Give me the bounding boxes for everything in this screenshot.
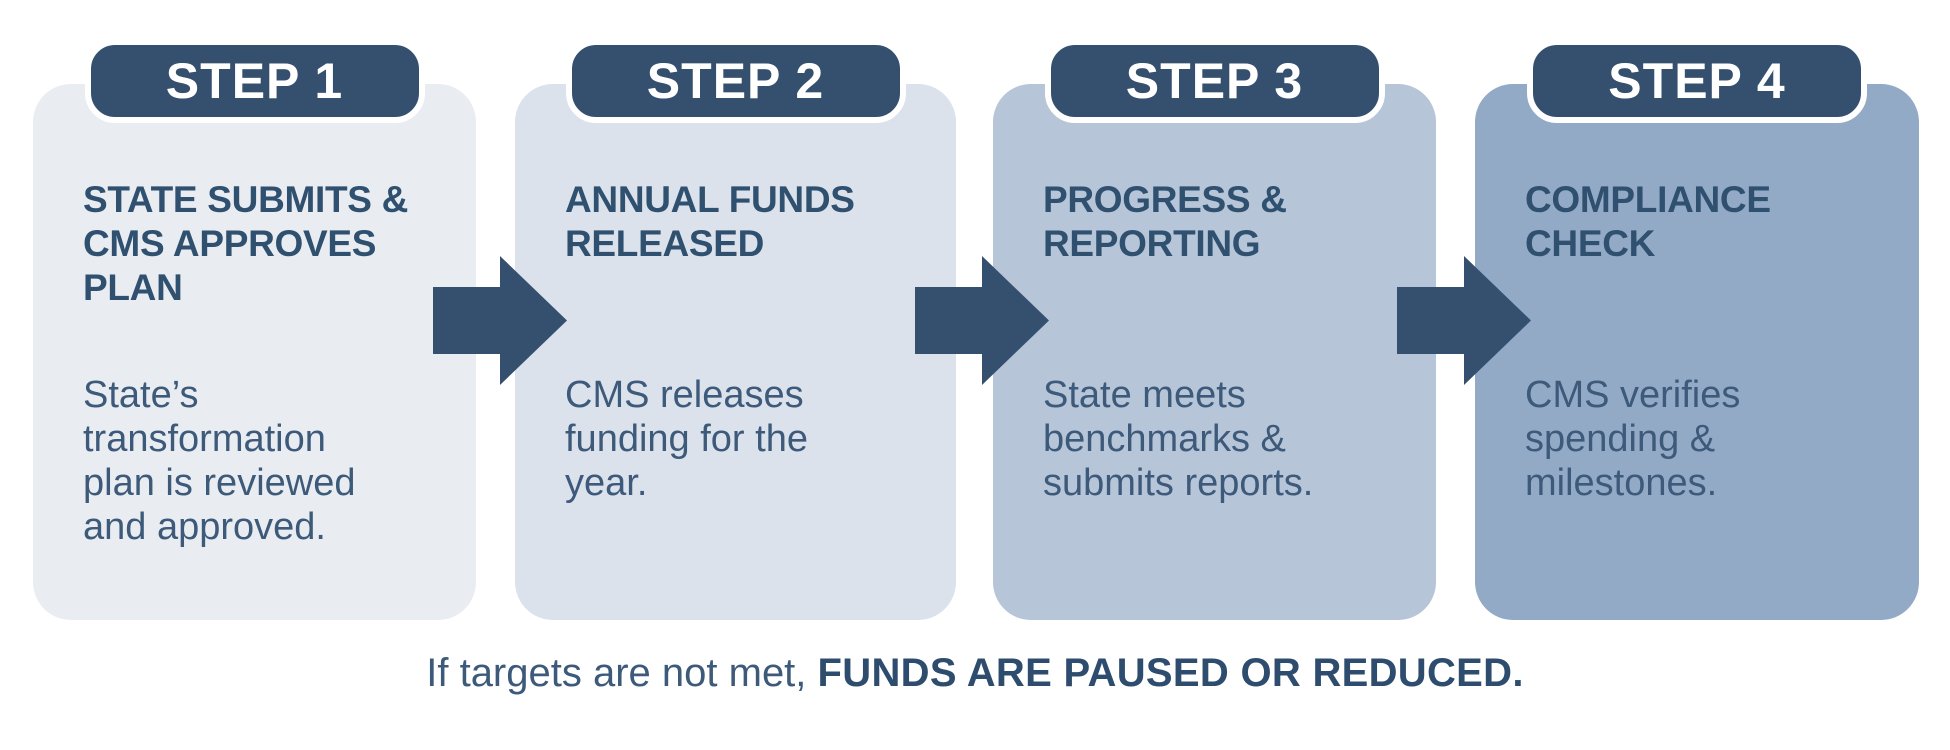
step-4-description: CMS verifies spending & milestones. xyxy=(1525,374,1741,504)
step-1-badge: STEP 1 xyxy=(84,39,425,123)
step-1-title: STATE SUBMITS & CMS APPROVES PLAN xyxy=(83,179,409,308)
step-2-badge: STEP 2 xyxy=(565,39,906,123)
footer-note: If targets are not met, FUNDS ARE PAUSED… xyxy=(0,648,1950,698)
step-2-card: STEP 2 ANNUAL FUNDS RELEASED CMS release… xyxy=(515,39,956,620)
step-2-title: ANNUAL FUNDS RELEASED xyxy=(565,179,855,264)
step-1-badge-label: STEP 1 xyxy=(165,53,344,109)
step-3-badge-label: STEP 3 xyxy=(1125,53,1304,109)
step-3-description: State meets benchmarks & submits reports… xyxy=(1043,374,1314,504)
step-3-title: PROGRESS & REPORTING xyxy=(1043,179,1287,264)
footer-note-bold: FUNDS ARE PAUSED OR REDUCED. xyxy=(817,651,1524,695)
step-1-card: STEP 1 STATE SUBMITS & CMS APPROVES PLAN… xyxy=(33,39,476,620)
step-4-badge-label: STEP 4 xyxy=(1608,53,1786,109)
step-4-title: COMPLIANCE CHECK xyxy=(1525,179,1771,264)
step-3-card: STEP 3 PROGRESS & REPORTING State meets … xyxy=(993,39,1436,620)
footer-note-regular: If targets are not met, xyxy=(426,651,818,695)
step-1-description: State’s transformation plan is reviewed … xyxy=(83,374,356,548)
step-4-badge: STEP 4 xyxy=(1527,39,1867,123)
step-3-badge: STEP 3 xyxy=(1044,39,1385,123)
step-2-description: CMS releases funding for the year. xyxy=(565,374,808,504)
step-2-badge-label: STEP 2 xyxy=(646,53,825,109)
step-4-card: STEP 4 COMPLIANCE CHECK CMS verifies spe… xyxy=(1475,39,1919,620)
